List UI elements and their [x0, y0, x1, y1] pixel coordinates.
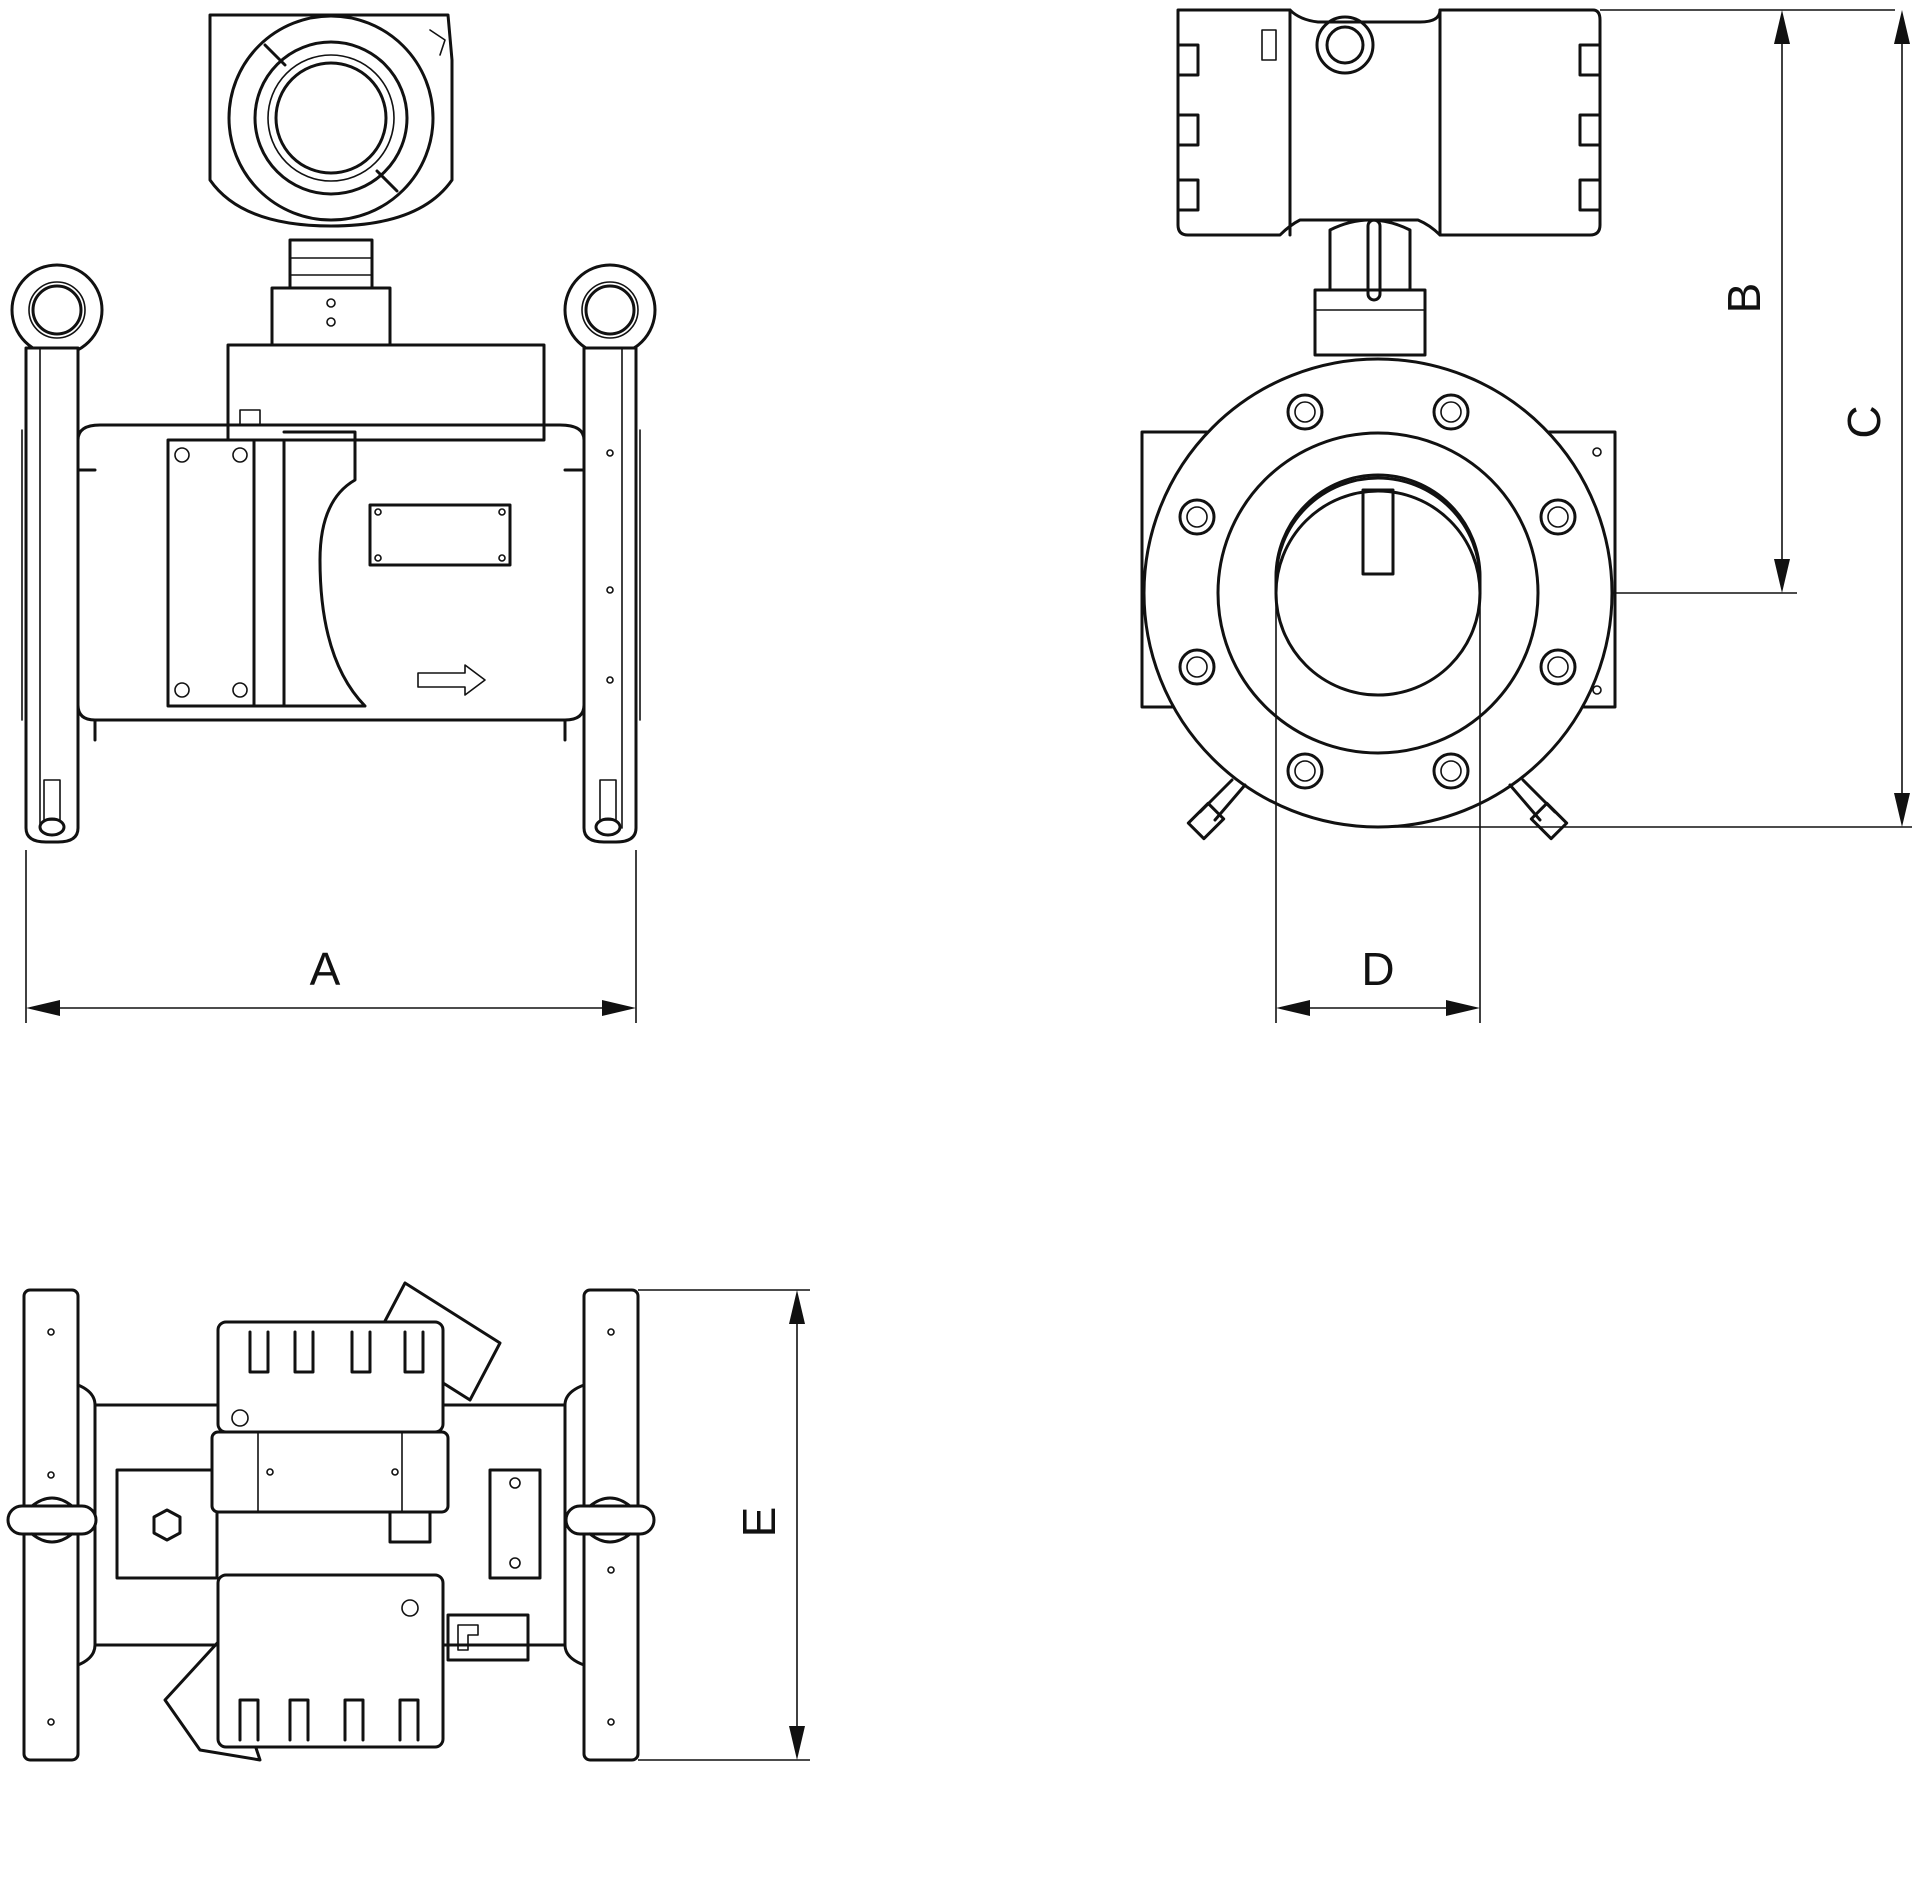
top-handle-right [564, 1496, 656, 1544]
flange-right [582, 346, 641, 844]
adapter-block [226, 238, 546, 442]
meter-body [76, 423, 614, 742]
dimension-label-c: C [1838, 405, 1890, 438]
side-flange [1142, 357, 1614, 829]
flange-left [21, 346, 80, 844]
top-handle-left [6, 1496, 98, 1544]
dimension-label-a: A [310, 943, 341, 995]
dimension-label-b: B [1718, 283, 1770, 314]
dimension-d: D [1275, 593, 1481, 1023]
dimension-b: B [1600, 9, 1895, 594]
dimension-e: E [638, 1289, 810, 1761]
dimension-label-d: D [1361, 943, 1394, 995]
side-transmitter-housing [1176, 8, 1602, 237]
side-neck [1313, 218, 1427, 357]
front-view [10, 13, 657, 844]
dimension-c: C [1378, 10, 1912, 828]
top-view [6, 1281, 656, 1762]
side-view [1140, 8, 1617, 841]
transmitter-head [208, 13, 454, 228]
dimension-label-e: E [733, 1507, 785, 1538]
dimension-a: A [25, 850, 637, 1023]
lifting-lug-left [10, 263, 104, 357]
lifting-lug-right [563, 263, 657, 357]
side-drain-plugs [1186, 778, 1569, 841]
top-transmitter [163, 1281, 530, 1762]
